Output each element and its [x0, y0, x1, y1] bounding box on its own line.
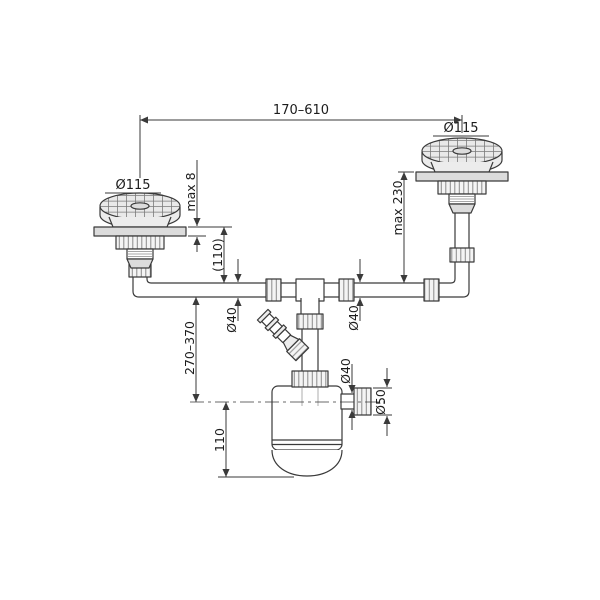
dim-left-tailpipe: (110) [210, 227, 228, 283]
dim-span-top: 170–610 [139, 103, 463, 178]
tee-branch [300, 297, 320, 316]
label-height-range: 270–370 [182, 321, 197, 375]
union-nut [296, 313, 324, 330]
label-left-tailpipe: (110) [210, 238, 225, 272]
dim-left-strainer-dia: Ø115 [105, 178, 161, 194]
right-strainer [415, 137, 509, 214]
label-sink-thickness-max: max 8 [183, 172, 198, 211]
label-pipe-dia-left: Ø40 [224, 307, 239, 333]
pipework [128, 209, 475, 477]
dim-height-range: 270–370 [182, 297, 200, 402]
label-left-strainer-dia: Ø115 [115, 178, 150, 193]
dim-outlet-union-dia: Ø50 [373, 368, 392, 436]
dim-sink-thickness: max 8 [183, 160, 232, 252]
union-nut [449, 247, 475, 263]
label-trap-height: 110 [212, 428, 227, 452]
dimensions: 170–610 Ø115 Ø115 max 8 max 230 [105, 103, 489, 478]
trap-cup-bottom [271, 449, 343, 477]
label-span-top: 170–610 [273, 103, 329, 118]
label-outlet-union-dia: Ø50 [373, 389, 388, 415]
bottle-trap [271, 385, 343, 477]
left-strainer [93, 192, 187, 269]
union-nut [423, 278, 440, 302]
trap-union-nut [291, 370, 329, 388]
union-nut [338, 278, 355, 302]
dim-right-strainer-dia: Ø115 [433, 121, 489, 137]
label-outlet-dia: Ø40 [338, 358, 353, 384]
trap-outlet [340, 387, 372, 416]
dim-right-tailpipe-max: max 230 [390, 171, 414, 283]
dim-outlet-dia: Ø40 [338, 358, 356, 430]
label-right-tailpipe-max: max 230 [390, 180, 405, 235]
label-right-strainer-dia: Ø115 [443, 121, 478, 136]
label-pipe-dia-right: Ø40 [346, 305, 361, 331]
dishwasher-inlet [256, 308, 310, 362]
union-nut [265, 278, 282, 302]
dim-pipe-dia-right: Ø40 [346, 259, 364, 331]
outlet-union-nut [353, 387, 372, 416]
dim-trap-height: 110 [212, 402, 294, 478]
hose-barb-tip [256, 308, 272, 324]
dim-pipe-dia-left: Ø40 [224, 259, 242, 333]
